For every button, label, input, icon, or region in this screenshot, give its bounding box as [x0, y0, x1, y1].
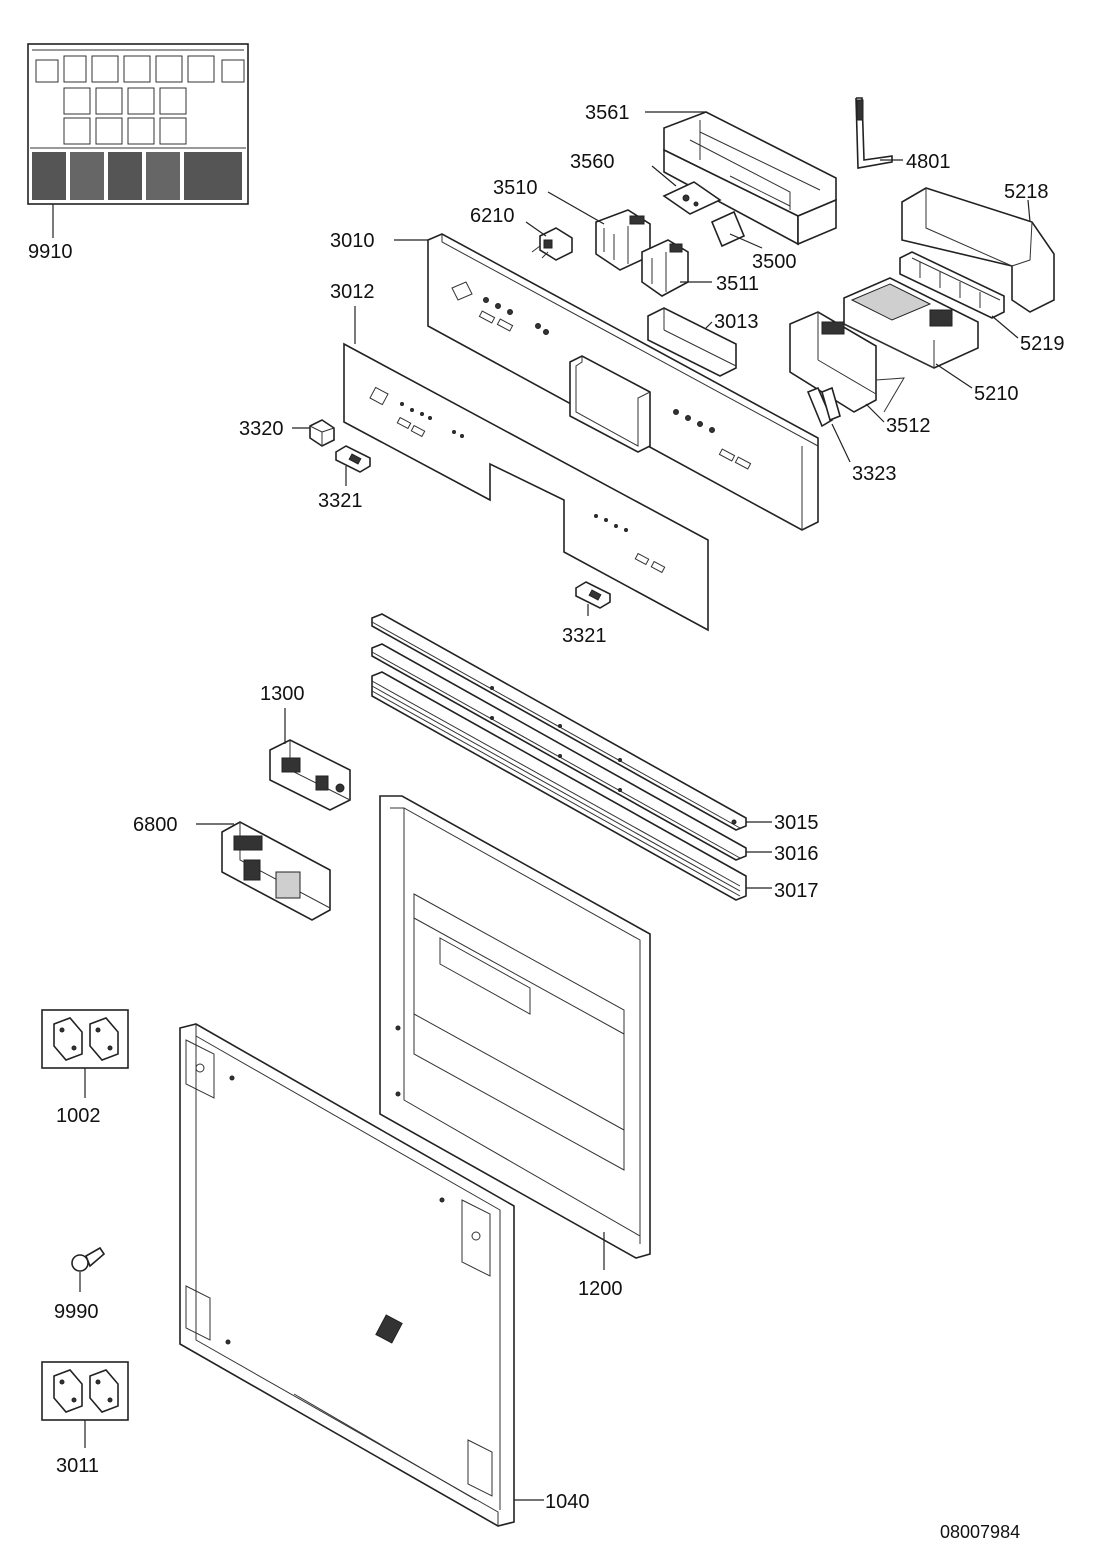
label-3011: 3011 — [56, 1455, 99, 1477]
label-6800: 6800 — [133, 814, 178, 836]
part-3321-button-upper[interactable] — [335, 445, 371, 473]
part-3320-knob[interactable] — [309, 419, 335, 447]
label-3017: 3017 — [774, 880, 819, 902]
part-1040-outer-door-panel[interactable] — [179, 1023, 515, 1527]
part-3512-housing[interactable] — [789, 311, 905, 413]
label-1002: 1002 — [56, 1105, 101, 1127]
part-3323-lever[interactable] — [806, 386, 841, 428]
label-3320: 3320 — [239, 418, 284, 440]
label-6210: 6210 — [470, 205, 515, 227]
label-1300: 1300 — [260, 683, 305, 705]
part-3511-switch-block[interactable] — [641, 239, 689, 297]
part-3321-button-lower[interactable] — [575, 581, 611, 609]
label-5210: 5210 — [974, 383, 1019, 405]
part-3012-membrane-foil[interactable] — [343, 342, 709, 632]
label-3012: 3012 — [330, 281, 375, 303]
label-3010: 3010 — [330, 230, 375, 252]
part-4801-cable-clip[interactable] — [855, 97, 893, 169]
label-3323: 3323 — [852, 463, 897, 485]
part-3015-strip[interactable] — [371, 613, 747, 831]
part-3500-plate[interactable] — [710, 210, 746, 248]
part-3010-control-panel[interactable] — [427, 233, 819, 531]
label-5218: 5218 — [1004, 181, 1049, 203]
label-4801: 4801 — [906, 151, 951, 173]
label-1040: 1040 — [545, 1491, 590, 1513]
part-3011-hinge-plates[interactable] — [41, 1361, 129, 1421]
document-number: 08007984 — [940, 1522, 1020, 1542]
label-3015: 3015 — [774, 812, 819, 834]
part-9990-plug[interactable] — [71, 1246, 106, 1272]
part-6210-connector[interactable] — [531, 227, 573, 261]
label-5219: 5219 — [1020, 333, 1065, 355]
part-3013-bracket[interactable] — [647, 307, 737, 377]
label-3321-lower: 3321 — [562, 625, 607, 647]
part-5219-strip[interactable] — [899, 251, 1005, 319]
part-6800-dispenser[interactable] — [221, 821, 331, 921]
label-3016: 3016 — [774, 843, 819, 865]
label-3561: 3561 — [585, 102, 630, 124]
label-3511: 3511 — [716, 273, 759, 295]
label-3500: 3500 — [752, 251, 797, 273]
part-3561-top-cover[interactable] — [663, 111, 837, 246]
part-1200-inner-door[interactable] — [379, 795, 651, 1259]
label-9990: 9990 — [54, 1301, 99, 1323]
part-5218-cover[interactable] — [901, 187, 1055, 313]
label-9910: 9910 — [28, 241, 73, 263]
part-1002-hinge-plates[interactable] — [41, 1009, 129, 1069]
part-1300-lock[interactable] — [269, 739, 351, 811]
label-3321-upper: 3321 — [318, 490, 363, 512]
label-3510: 3510 — [493, 177, 538, 199]
label-3013: 3013 — [714, 311, 759, 333]
part-3560-board[interactable] — [662, 181, 722, 215]
label-1200: 1200 — [578, 1278, 623, 1300]
part-9910-instruction-sheet[interactable] — [27, 43, 249, 238]
part-3016-strip[interactable] — [371, 643, 747, 861]
part-3017-seal-strip[interactable] — [371, 671, 747, 901]
label-3512: 3512 — [886, 415, 931, 437]
label-3560: 3560 — [570, 151, 615, 173]
